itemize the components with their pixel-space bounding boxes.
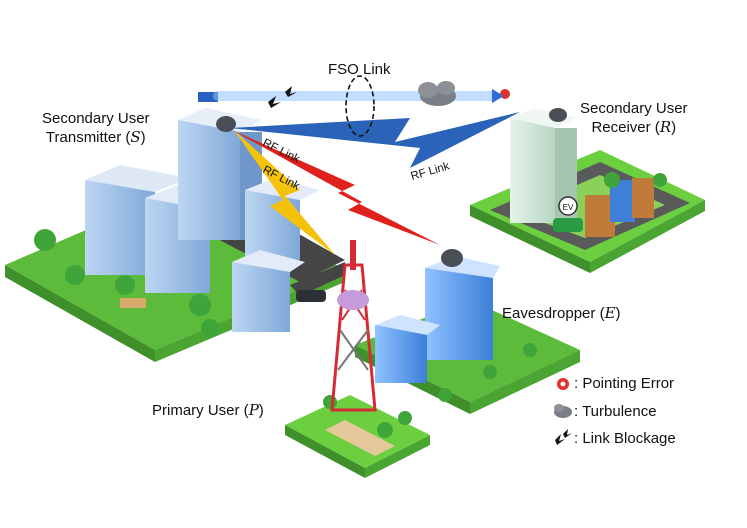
link-blockage-icon: [555, 429, 572, 445]
secondary-rx-label: Secondary User Receiver (R): [580, 100, 688, 137]
secondary-rx-line1: Secondary User: [580, 100, 688, 117]
secondary-tx-line1: Secondary User: [42, 110, 150, 127]
legend-item-turbulence: : Turbulence: [574, 403, 657, 420]
rf-link-yellow: [234, 130, 335, 255]
primary-user-park: [285, 395, 430, 478]
turbulence-icon: [554, 404, 572, 418]
fso-link-label: FSO Link: [328, 61, 391, 78]
cell-tower: [330, 240, 377, 412]
pointing-error-icon: [557, 378, 569, 390]
legend-item-pointing-error: : Pointing Error: [574, 375, 675, 392]
secondary-tx-label: Secondary User Transmitter (S): [42, 110, 150, 147]
eavesdropper-block: [355, 249, 580, 414]
legend-item-link-blockage: : Link Blockage: [574, 430, 676, 447]
primary-user-label: Primary User (P): [152, 401, 264, 419]
eavesdropper-label: Eavesdropper (E): [502, 304, 621, 322]
turbulence-cloud: [418, 81, 456, 106]
rf-link-red: [232, 130, 440, 245]
ev-marker: EV: [558, 196, 578, 216]
secondary-rx-line2: Receiver (R): [591, 118, 677, 136]
svg-text:EV: EV: [563, 203, 574, 212]
receiver-city-block: [470, 89, 705, 273]
transmitter-city-block: [5, 92, 345, 362]
secondary-tx-line2: Transmitter (S): [45, 128, 146, 146]
birds-blockage: [268, 86, 297, 108]
rf-link-blue: [230, 112, 520, 168]
